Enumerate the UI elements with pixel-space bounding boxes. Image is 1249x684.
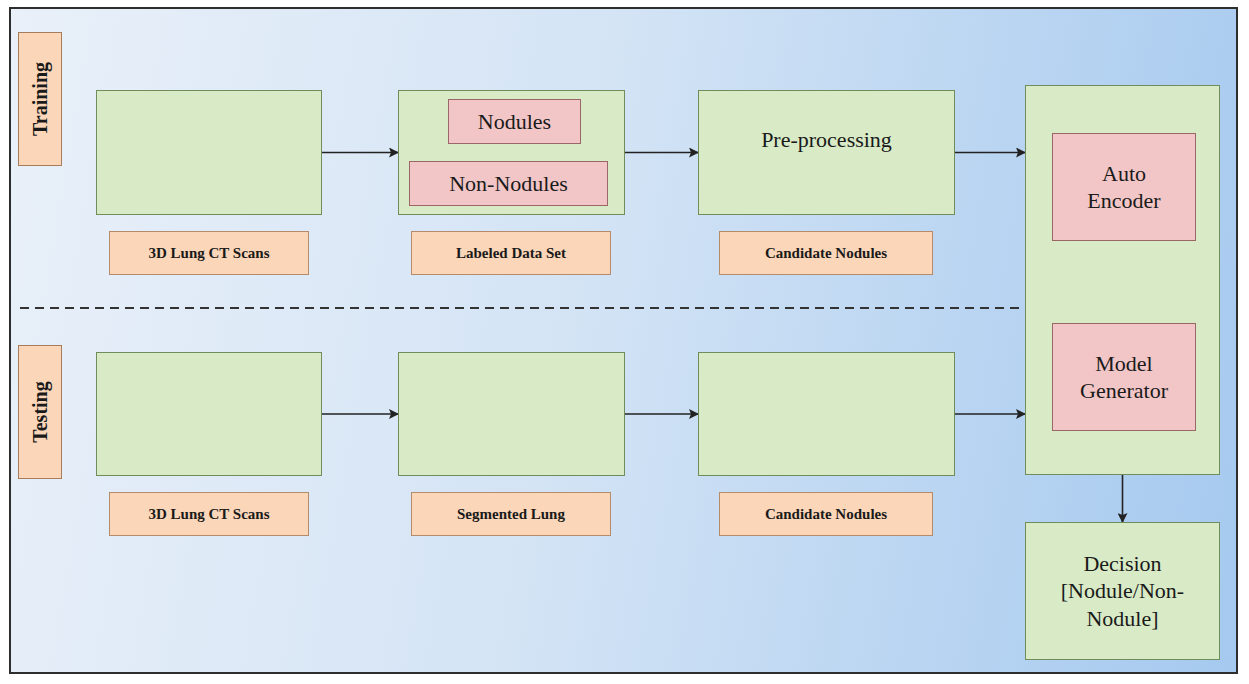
- caption-tag: Segmented Lung: [411, 492, 611, 536]
- component-box: Nodules: [448, 99, 581, 144]
- flow-arrow: [955, 152, 1025, 154]
- process-box: 3D Lung CT Scans: [96, 90, 322, 215]
- box-label: Non-Nodules: [449, 170, 568, 198]
- component-box: Model Generator: [1052, 323, 1196, 431]
- section-divider: [20, 307, 1023, 309]
- box-label: Nodules: [478, 108, 551, 136]
- caption-tag: Candidate Nodules: [719, 492, 933, 536]
- box-label: Decision [Nodule/Non-Nodule]: [1036, 550, 1209, 633]
- section-title: Testing: [29, 381, 52, 443]
- caption-tag: 3D Lung CT Scans: [109, 231, 309, 275]
- caption-tag: Labeled Data Set: [411, 231, 611, 275]
- box-label: Auto Encoder: [1075, 160, 1173, 215]
- caption-tag: Candidate Nodules: [719, 231, 933, 275]
- flow-arrow: [625, 413, 698, 415]
- process-box: Decision [Nodule/Non-Nodule]: [1025, 522, 1220, 660]
- box-title: Pre-processing: [699, 91, 954, 153]
- process-box: Auto EncoderModel Generator: [1025, 85, 1220, 475]
- flow-arrow: [322, 152, 398, 154]
- caption-tag: 3D Lung CT Scans: [109, 492, 309, 536]
- flow-arrow: [1122, 475, 1124, 522]
- flow-arrow: [955, 413, 1025, 415]
- process-box: Segmented Lung: [398, 352, 625, 476]
- section-title: Training: [29, 62, 52, 136]
- flow-arrow: [625, 152, 698, 154]
- section-label: Testing: [18, 345, 62, 479]
- component-box: Non-Nodules: [409, 161, 608, 206]
- component-box: Auto Encoder: [1052, 133, 1196, 241]
- section-label: Training: [18, 32, 62, 166]
- box-label: Model Generator: [1075, 350, 1173, 405]
- process-box: Candidate Nodules: [698, 352, 955, 476]
- flow-arrow: [322, 413, 398, 415]
- process-box: Pre-processingCandidate Nodules: [698, 90, 955, 215]
- process-box: 3D Lung CT Scans: [96, 352, 322, 476]
- process-box: Labeled Data SetNodulesNon-Nodules: [398, 90, 625, 215]
